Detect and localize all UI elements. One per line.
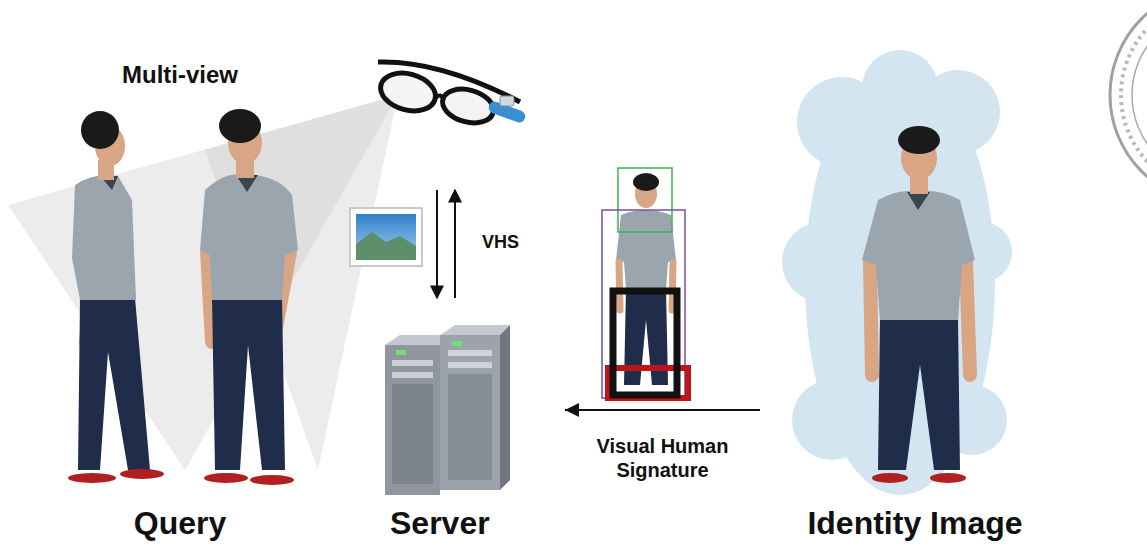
cloud-part [862,50,938,126]
server-icon [385,325,510,495]
face-box [618,168,672,232]
glasses-camera [500,96,514,106]
query-person-profile [68,111,164,483]
diagram-label: VHS [482,232,519,254]
arm [619,262,620,310]
server-side [500,325,510,490]
figure-node: Identity Image [760,40,1070,542]
image-hill [356,232,416,260]
jeans [212,298,285,470]
hair [81,111,119,149]
image-sky [356,214,416,260]
view-cones [8,95,398,470]
image-icon [350,208,422,266]
server-slot [448,362,492,368]
figure-heading: Multi-view [122,62,238,89]
cloud-part [782,222,862,302]
image-frame [350,208,422,266]
jeans [878,318,960,470]
arm [966,262,970,375]
server-tower [385,345,440,495]
figure-caption: Identity Image [807,506,1022,542]
figure-node: Multi-viewQuery [40,62,320,542]
arrow-connector [565,409,760,411]
server-slot [392,360,433,366]
cloud-part [792,380,872,460]
glasses-bridge [436,95,444,100]
polo-shirt [862,191,975,320]
sandal [68,473,116,483]
polo-shirt [616,210,676,290]
server-slot [448,350,492,356]
edge-label: Visual Human Signature [578,434,748,482]
seal-ring [1132,9,1147,181]
leg-box [613,291,677,395]
server-tower [440,335,500,490]
server-led [396,350,406,355]
server-top [440,325,510,335]
hair [633,173,659,191]
polo-shirt [72,175,136,300]
identity-person [862,126,975,483]
figure-caption: Server [390,506,490,542]
smart-glasses [376,62,527,128]
figure-caption: Query [134,506,226,542]
sandal [930,473,966,483]
seal-ring [1110,0,1147,203]
view-cone [8,95,398,470]
vhs-arrows [437,190,455,298]
identity-cloud [782,50,1012,495]
server-grill [392,384,433,484]
collar [907,192,930,210]
hair [219,109,261,143]
figure-node: Server [370,320,565,542]
sandal [120,469,164,479]
server-slot [392,372,433,378]
server-grill [448,374,492,480]
jeans [78,298,150,470]
sandal [250,475,294,485]
sandal [872,473,908,483]
glasses-lens [376,67,439,116]
up-arrow [454,190,456,298]
polo-shirt [200,175,298,300]
query-person-front [200,109,298,485]
arm [870,262,872,375]
arm [672,262,673,310]
seal-ring [1121,0,1147,192]
seal-watermark [1110,0,1147,203]
glasses-lens [439,84,498,128]
signature-figure [602,168,688,398]
down-arrow [436,190,438,298]
server-led [452,341,462,346]
sandal [204,473,248,483]
hair [898,126,940,154]
